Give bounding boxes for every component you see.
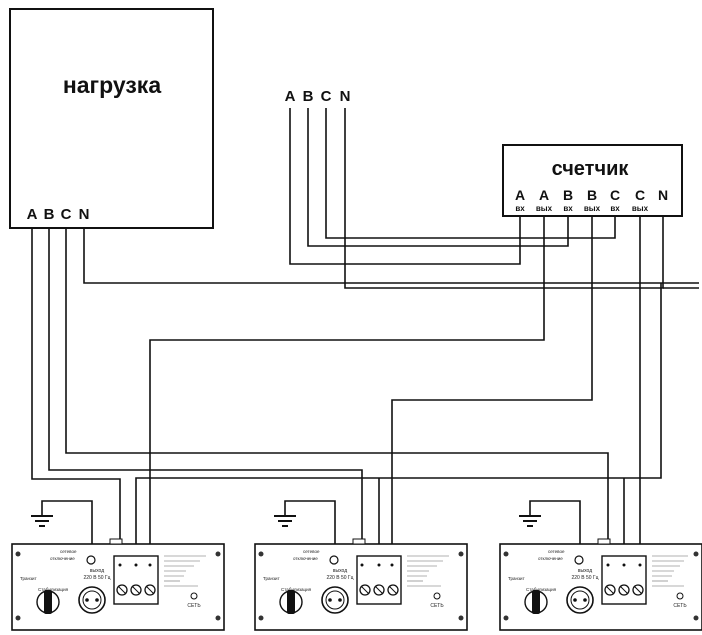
- supply-terminals: A B C N: [285, 88, 351, 105]
- stabilizer-3: сетевое отключение Транзит Стабилизация …: [499, 500, 702, 631]
- socket-icon[interactable]: [566, 586, 594, 614]
- meter-terminal-b-in: B: [563, 187, 573, 203]
- meter-terminal-a-out-role: вых: [536, 204, 553, 213]
- label-transit: Транзит: [508, 576, 525, 581]
- label-network: сетевое: [60, 549, 77, 554]
- socket-icon[interactable]: [321, 586, 349, 614]
- label-power-off: отключение: [538, 556, 563, 561]
- wire-supply-a: [289, 108, 521, 265]
- label-net: СЕТЬ: [187, 603, 201, 609]
- ground-wire: [284, 500, 336, 556]
- ground-icon: [274, 515, 296, 527]
- label-power-off: отключение: [293, 556, 318, 561]
- meter-terminal-c-in: C: [610, 187, 620, 203]
- terminal-block-icon: [356, 555, 402, 605]
- wire-meter-b-out: [391, 216, 593, 565]
- meter-terminal-a-out: A: [539, 187, 549, 203]
- info-text-lines: [652, 555, 688, 587]
- socket-icon[interactable]: [78, 586, 106, 614]
- ground-icon: [519, 515, 541, 527]
- label-net: СЕТЬ: [673, 603, 687, 609]
- wire-n-stab-1: [135, 283, 662, 565]
- label-output-1: выход: [90, 568, 104, 574]
- meter-box: счетчик A вх A вых B вх B вых C вх C вых…: [502, 144, 683, 217]
- wire-load-b: [48, 228, 363, 565]
- load-title: нагрузка: [63, 72, 161, 98]
- meter-terminal-b-out-role: вых: [584, 204, 601, 213]
- meter-terminal-a-in: A: [515, 187, 525, 203]
- indicator-lamp-icon: [574, 555, 584, 565]
- info-text-lines: [407, 555, 449, 587]
- load-terminal-b: B: [44, 206, 55, 223]
- meter-terminal-b-in-role: вх: [563, 204, 573, 213]
- supply-terminal-a: A: [285, 88, 296, 105]
- terminal-connections: [118, 563, 642, 567]
- meter-terminal-c-in-role: вх: [610, 204, 620, 213]
- wire-meter-a-out: [149, 216, 545, 565]
- meter-title: счетчик: [552, 158, 630, 180]
- stabilizer-panel: [499, 543, 702, 631]
- label-output-1: выход: [333, 568, 347, 574]
- label-network: сетевое: [548, 549, 565, 554]
- rotary-switch-icon[interactable]: [36, 590, 60, 614]
- stabilizer-1: сетевое отключение Транзит Стабилизация …: [11, 500, 225, 631]
- wire-load-a: [31, 228, 121, 565]
- info-text-lines: [164, 555, 206, 587]
- indicator-lamp-icon: [676, 592, 684, 600]
- wiring: [31, 108, 699, 565]
- label-output-2: 220 В 50 Гц: [327, 575, 354, 581]
- supply-terminal-b: B: [303, 88, 314, 105]
- meter-terminal-n: N: [658, 187, 668, 203]
- label-output-2: 220 В 50 Гц: [84, 575, 111, 581]
- wire-load-c: [65, 228, 609, 565]
- meter-terminal-c-out: C: [635, 187, 645, 203]
- label-stabilization: Стабилизация: [526, 587, 557, 592]
- meter-terminal-c-out-role: вых: [632, 204, 649, 213]
- indicator-lamp-icon: [433, 592, 441, 600]
- indicator-lamp-icon: [190, 592, 198, 600]
- load-terminal-a: A: [27, 206, 38, 223]
- rotary-switch-icon[interactable]: [524, 590, 548, 614]
- indicator-lamp-icon: [329, 555, 339, 565]
- supply-terminal-n: N: [340, 88, 351, 105]
- load-terminal-n: N: [79, 206, 90, 223]
- indicator-lamp-icon: [86, 555, 96, 565]
- meter-terminals: A вх A вых B вх B вых C вх C вых N: [515, 187, 668, 213]
- ground-wire: [529, 500, 581, 556]
- ground-wire: [41, 500, 93, 556]
- label-network: сетевое: [303, 549, 320, 554]
- label-output-2: 220 В 50 Гц: [572, 575, 599, 581]
- ground-icon: [31, 515, 53, 527]
- label-power-off: отключение: [50, 556, 75, 561]
- load-terminals: A B C N: [27, 206, 90, 223]
- terminal-block-icon: [601, 555, 647, 605]
- wire-load-n: [83, 228, 699, 284]
- rotary-switch-icon[interactable]: [279, 590, 303, 614]
- label-transit: Транзит: [20, 576, 37, 581]
- label-transit: Транзит: [263, 576, 280, 581]
- supply-terminal-c: C: [321, 88, 332, 105]
- label-stabilization: Стабилизация: [38, 587, 69, 592]
- wire-supply-b: [307, 108, 569, 247]
- label-output-1: выход: [578, 568, 592, 574]
- load-box: нагрузка A B C N: [9, 8, 214, 229]
- label-stabilization: Стабилизация: [281, 587, 312, 592]
- label-net: СЕТЬ: [430, 603, 444, 609]
- wire-supply-c: [325, 108, 616, 239]
- load-terminal-c: C: [61, 206, 72, 223]
- meter-terminal-a-in-role: вх: [515, 204, 525, 213]
- wire-supply-n: [344, 108, 664, 289]
- meter-terminal-b-out: B: [587, 187, 597, 203]
- terminal-block-icon: [113, 555, 159, 605]
